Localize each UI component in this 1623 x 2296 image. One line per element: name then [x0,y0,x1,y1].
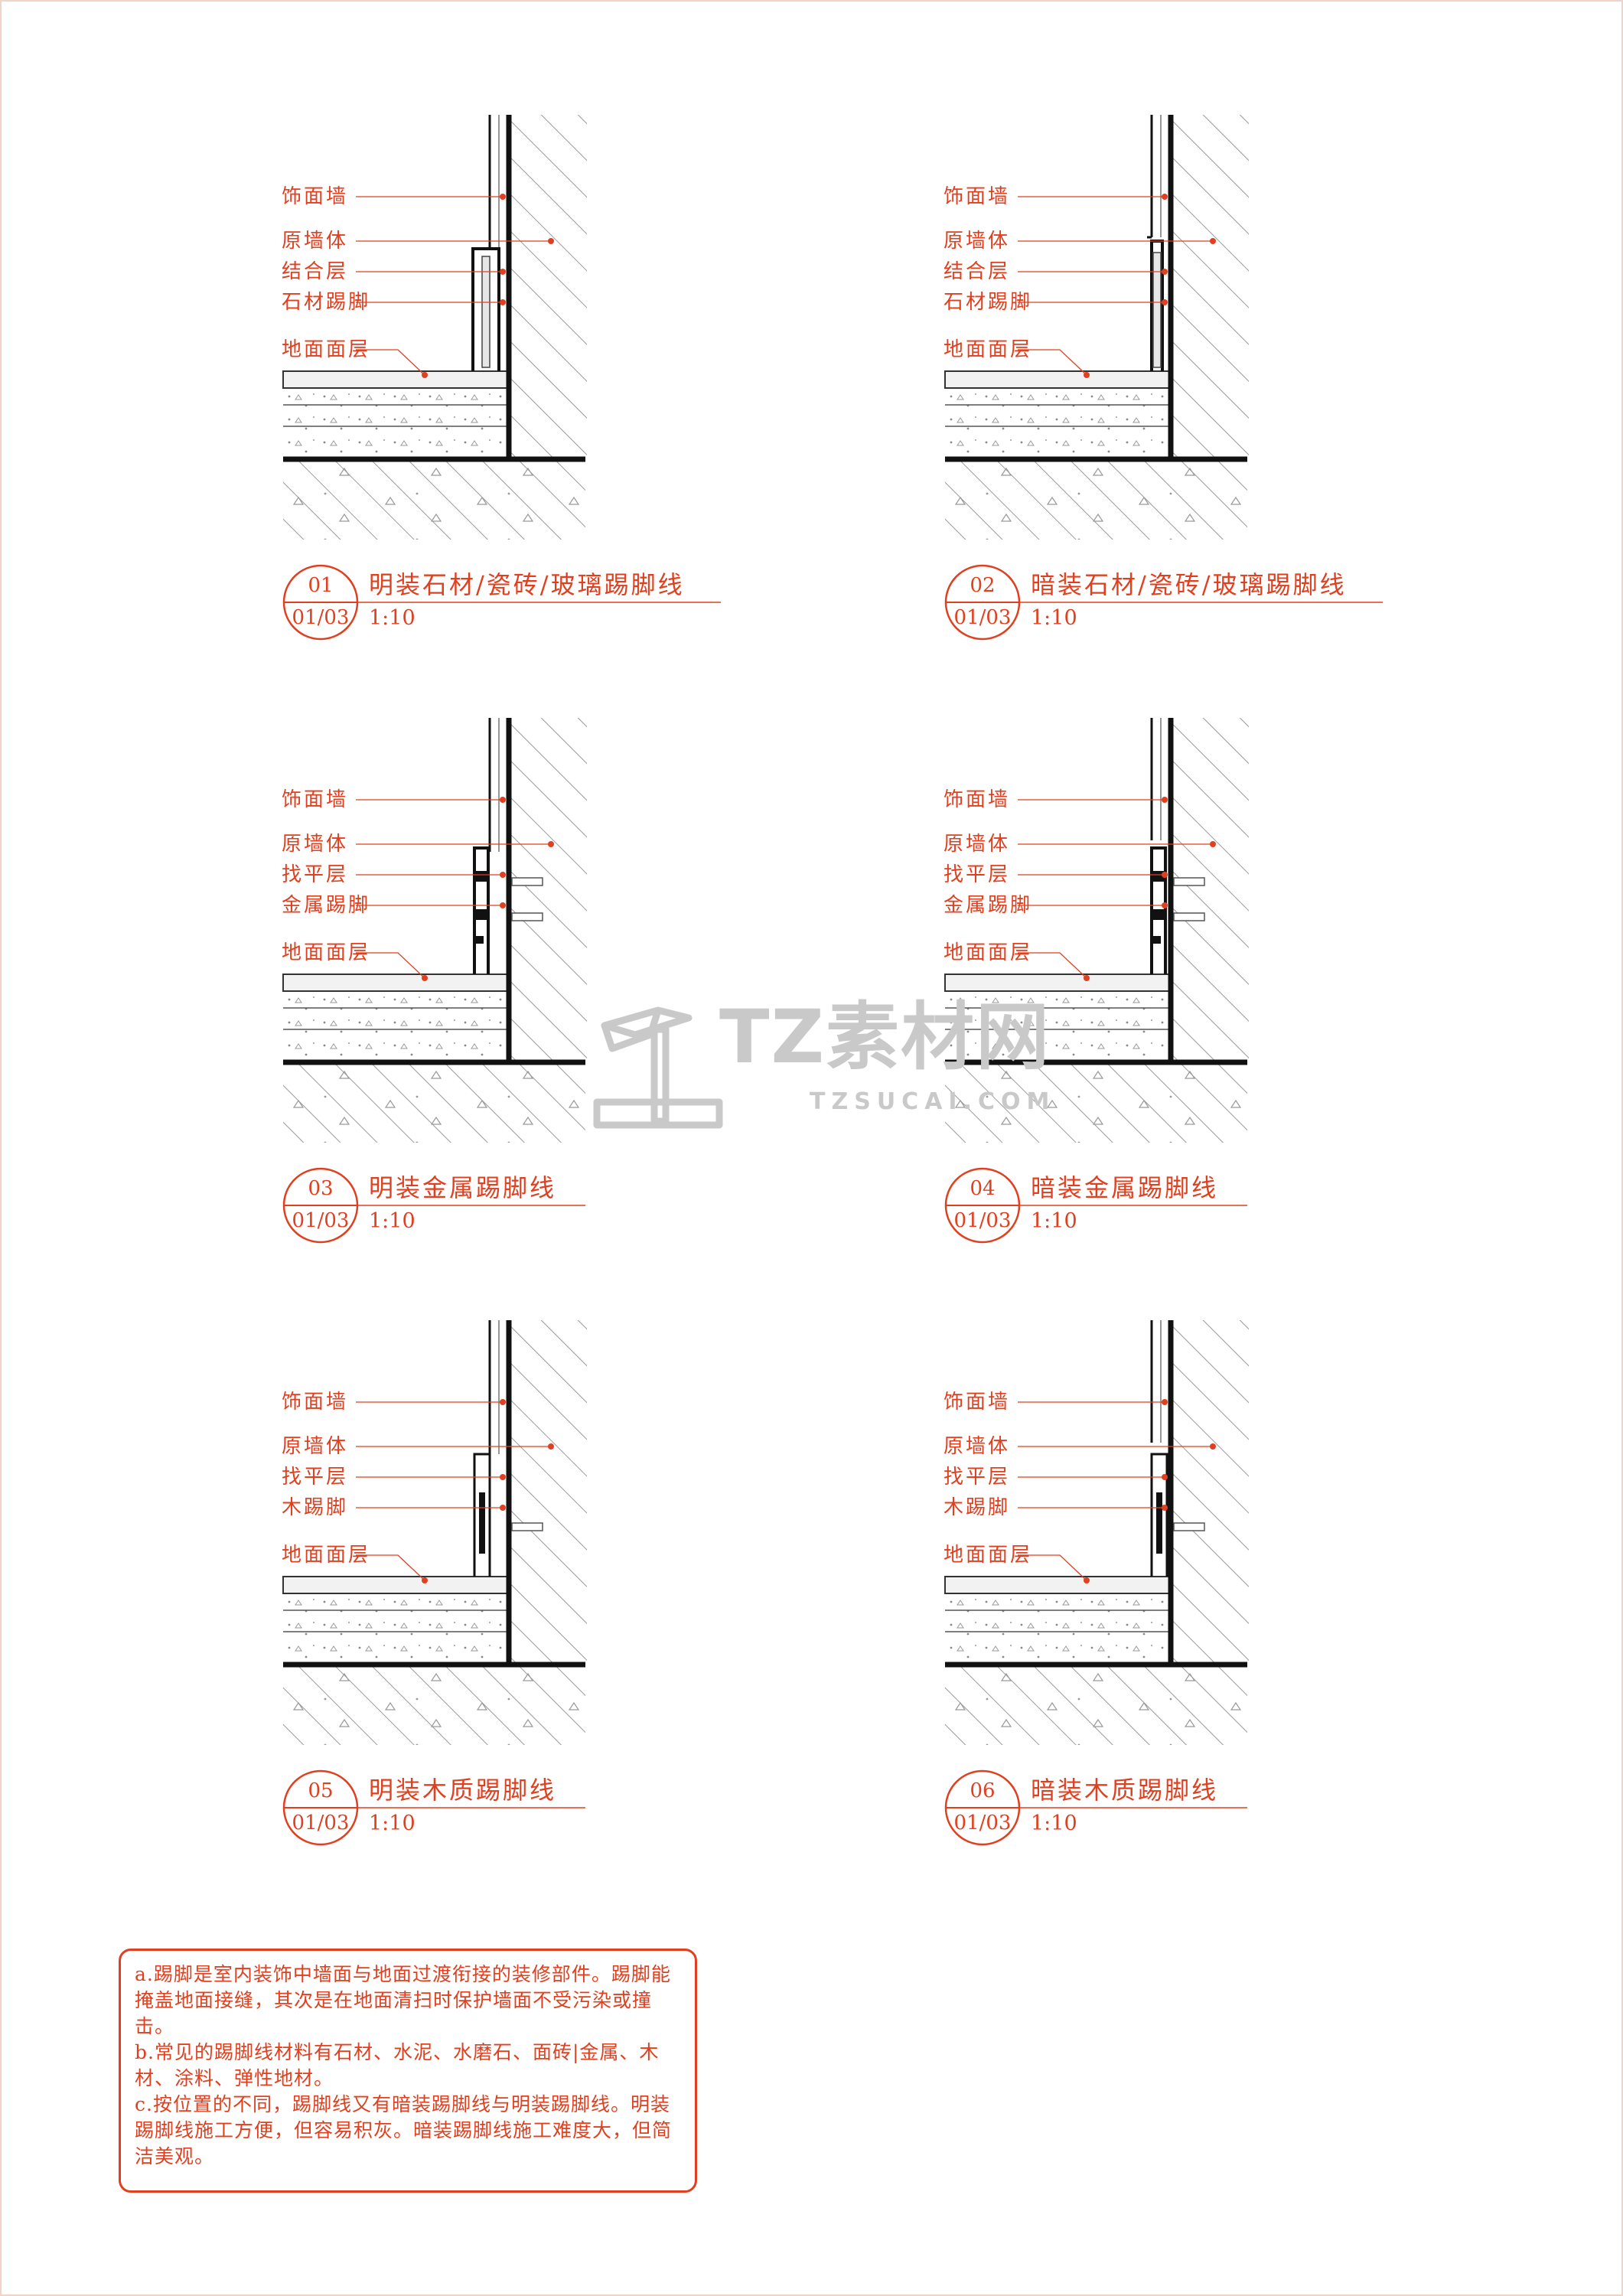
detail-number: 05 [308,1779,334,1802]
detail-06: 饰面墙原墙体找平层木踢脚地面面层 06 01/03 暗装木质踢脚线 1:10 [943,1320,1611,1948]
detail-number: 04 [970,1177,996,1200]
label-3: 找平层 [282,863,349,886]
label-4: 金属踢脚 [943,894,1033,917]
detail-number: 06 [970,1779,996,1802]
label-1: 饰面墙 [943,1391,1011,1414]
detail-number: 03 [308,1177,334,1200]
detail-02: 饰面墙原墙体结合层石材踢脚地面面层 02 01/03 暗装石材/瓷砖/玻璃踢脚线 1:1… [943,115,1611,742]
detail-title: 明装石材/瓷砖/玻璃踢脚线 [369,570,685,599]
sheet-reference: 01/03 [953,1812,1012,1835]
detail-number: 01 [308,574,334,597]
sheet-reference: 01/03 [953,606,1012,629]
detail-scale: 1:10 [1031,1812,1077,1835]
note-c: c.按位置的不同，踢脚线又有暗装踢脚线与明装踢脚线。明装踢脚线施工方便，但容易积… [135,2093,673,2167]
label-3: 结合层 [282,260,349,283]
label-5: 地面面层 [282,338,371,361]
label-5: 地面面层 [282,1544,371,1567]
detail-01: 饰面墙原墙体结合层石材踢脚地面面层 01 01/03 明装石材/瓷砖/玻璃踢脚线 1:1… [282,115,949,742]
label-4: 石材踢脚 [943,291,1033,314]
label-2: 原墙体 [943,1435,1011,1458]
watermark: TZ素材网 TZSUCAI.COM [582,987,1071,1140]
label-1: 饰面墙 [943,788,1011,811]
label-3: 找平层 [943,863,1011,886]
watermark-url: TZSUCAI.COM [810,1088,1056,1115]
label-5: 地面面层 [943,338,1033,361]
section-drawing [282,1320,587,1846]
sheet-reference: 01/03 [292,1209,350,1232]
label-4: 石材踢脚 [282,291,371,314]
sheet-reference: 01/03 [292,1812,350,1835]
label-5: 地面面层 [943,941,1033,964]
detail-title: 暗装木质踢脚线 [1031,1776,1219,1805]
detail-title: 暗装石材/瓷砖/玻璃踢脚线 [1031,570,1347,599]
watermark-name: TZ素材网 [719,994,1051,1080]
detail-04: 饰面墙原墙体找平层金属踢脚地面面层 04 01/03 暗装金属踢脚线 1:10 [943,718,1611,1345]
detail-scale: 1:10 [1031,1209,1077,1233]
label-2: 原墙体 [282,1435,349,1458]
detail-scale: 1:10 [369,606,416,630]
detail-title: 明装木质踢脚线 [369,1776,557,1805]
label-4: 木踢脚 [282,1496,349,1519]
section-drawing [944,718,1249,1244]
label-3: 找平层 [943,1466,1011,1489]
detail-scale: 1:10 [1031,606,1077,630]
label-2: 原墙体 [282,833,349,856]
section-drawing [282,718,587,1244]
sheet-reference: 01/03 [292,606,350,629]
label-5: 地面面层 [943,1544,1033,1567]
label-2: 原墙体 [943,230,1011,253]
note-b: b.常见的踢脚线材料有石材、水泥、水磨石、面砖|金属、木材、涂料、弹性地材。 [135,2041,660,2089]
label-1: 饰面墙 [282,788,349,811]
label-2: 原墙体 [943,833,1011,856]
detail-title: 暗装金属踢脚线 [1031,1173,1219,1202]
label-1: 饰面墙 [282,185,349,208]
label-3: 找平层 [282,1466,349,1489]
detail-number: 02 [970,574,996,597]
label-5: 地面面层 [282,941,371,964]
label-4: 金属踢脚 [282,894,371,917]
watermark-logo-icon [593,1006,723,1129]
notes-box: a.踢脚是室内装饰中墙面与地面过渡衔接的装修部件。踢脚能掩盖地面接缝，其次是在地… [119,1949,697,2193]
section-drawing [282,115,721,641]
detail-scale: 1:10 [369,1209,416,1233]
label-4: 木踢脚 [943,1496,1011,1519]
detail-03: 饰面墙原墙体找平层金属踢脚地面面层 03 01/03 明装金属踢脚线 1:10 [282,718,949,1345]
sheet-reference: 01/03 [953,1209,1012,1232]
note-a: a.踢脚是室内装饰中墙面与地面过渡衔接的装修部件。踢脚能掩盖地面接缝，其次是在地… [135,1963,671,2037]
section-drawing [944,115,1383,641]
detail-05: 饰面墙原墙体找平层木踢脚地面面层 05 01/03 明装木质踢脚线 1:10 [282,1320,949,1948]
label-1: 饰面墙 [282,1391,349,1414]
detail-scale: 1:10 [369,1812,416,1835]
label-3: 结合层 [943,260,1011,283]
label-1: 饰面墙 [943,185,1011,208]
section-drawing [944,1320,1249,1846]
label-2: 原墙体 [282,230,349,253]
detail-title: 明装金属踢脚线 [369,1173,557,1202]
